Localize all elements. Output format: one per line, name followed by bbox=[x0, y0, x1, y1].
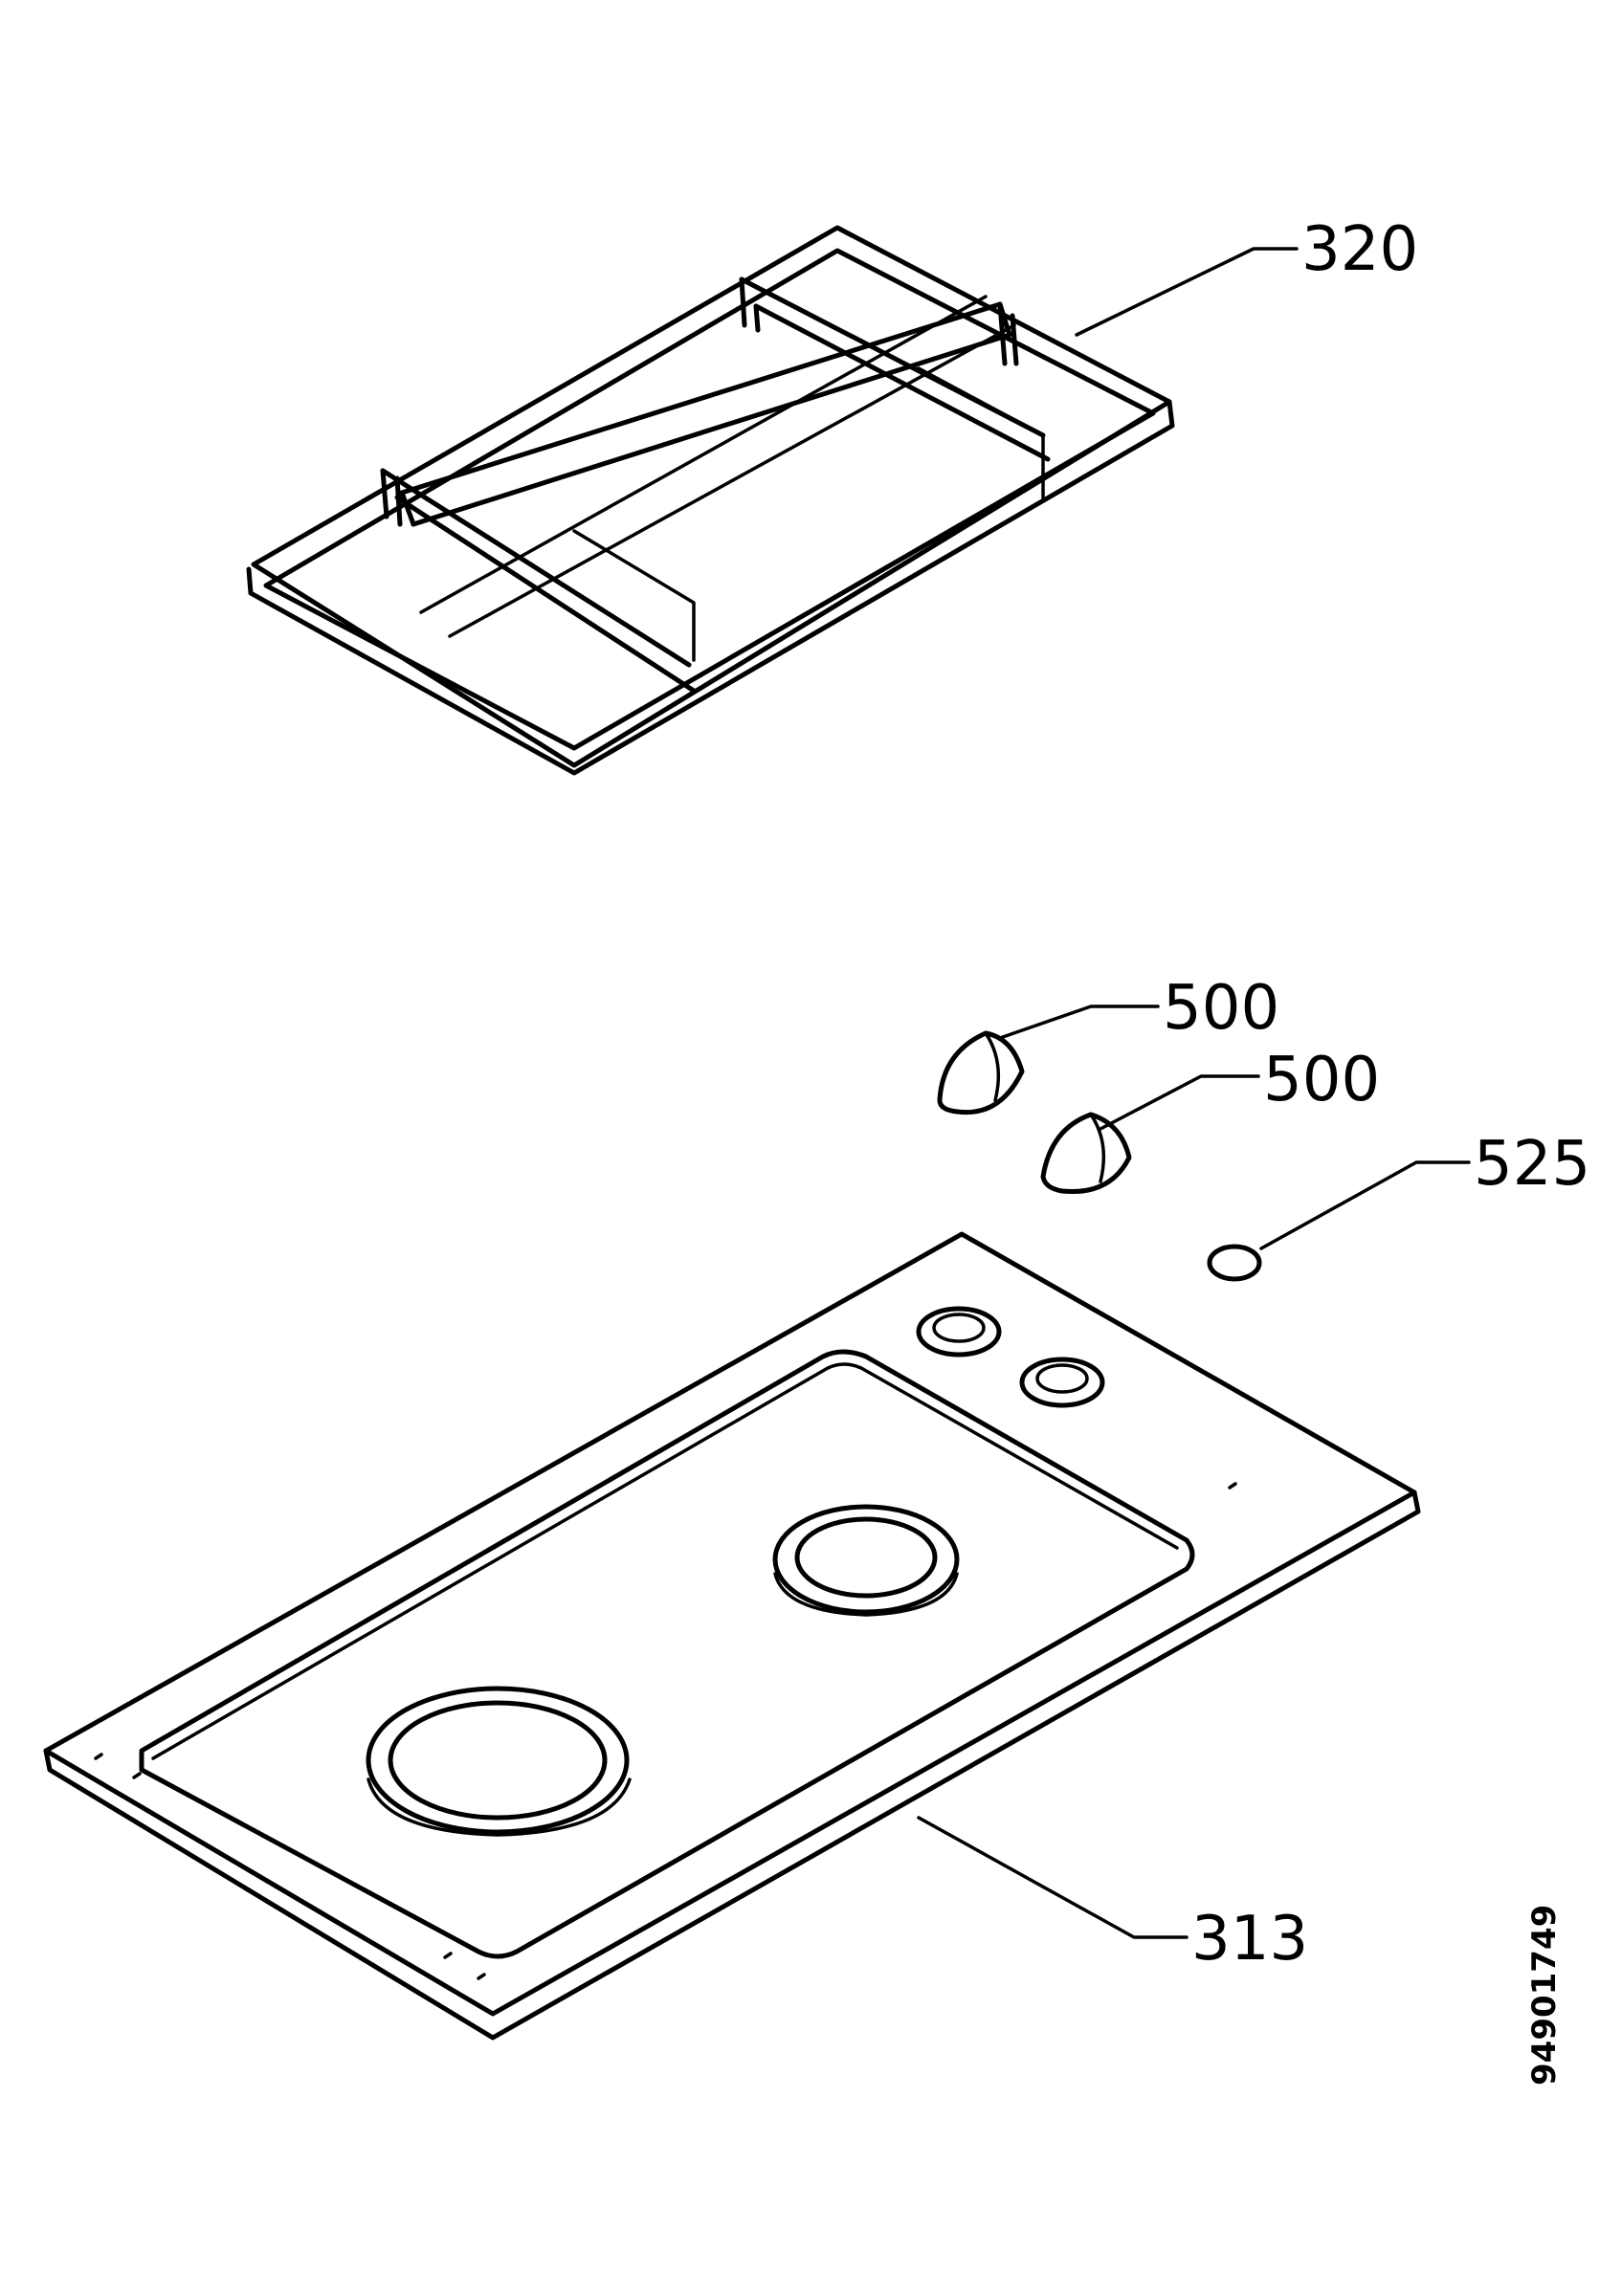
part-label-313: 313 bbox=[1191, 1904, 1308, 1975]
leader-500-second bbox=[1099, 1074, 1260, 1131]
hob-top-plate bbox=[43, 1231, 1421, 2041]
control-knob-2 bbox=[1040, 1112, 1132, 1195]
leader-313 bbox=[917, 1816, 1189, 1939]
part-label-500-second: 500 bbox=[1263, 1045, 1380, 1115]
cap-part bbox=[1207, 1244, 1262, 1282]
leader-500-first bbox=[998, 1004, 1160, 1040]
part-label-525: 525 bbox=[1474, 1129, 1590, 1200]
part-label-320: 320 bbox=[1301, 214, 1418, 285]
drawing-number: 94901749 bbox=[1525, 1905, 1564, 2086]
pan-support-grid bbox=[246, 225, 1175, 776]
control-knob-1 bbox=[937, 1030, 1025, 1115]
leader-320 bbox=[1075, 247, 1299, 337]
part-label-500-first: 500 bbox=[1163, 973, 1279, 1044]
leader-525 bbox=[1259, 1160, 1471, 1250]
